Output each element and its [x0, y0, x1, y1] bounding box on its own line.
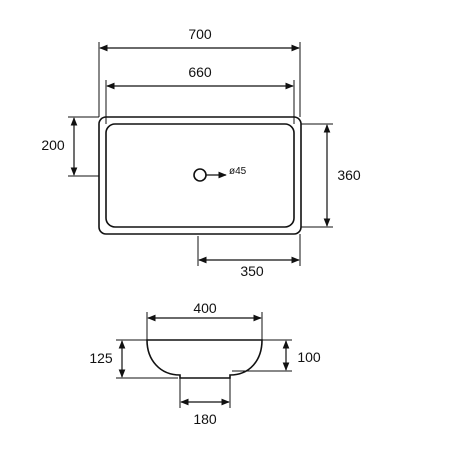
side-view: 400 125 100 180	[89, 300, 321, 427]
dim-label-overall-height: 125	[89, 350, 113, 366]
dim-label-bowl-height: 100	[297, 349, 321, 365]
dim-label-depth-offset: 200	[41, 137, 65, 153]
dim-label-top-width: 400	[193, 300, 217, 316]
drain-hole	[193, 168, 207, 182]
dim-label-overall-width: 700	[188, 26, 212, 42]
basin-inner-outline	[105, 123, 295, 228]
dim-label-overall-depth: 360	[337, 167, 361, 183]
dim-label-drain-offset: 350	[240, 263, 264, 279]
drain-diameter-label: ø45	[229, 166, 247, 177]
dim-label-inner-width: 660	[188, 64, 212, 80]
dim-label-base-width: 180	[193, 411, 217, 427]
bowl-profile	[146, 339, 263, 379]
basin-outer-outline	[98, 116, 302, 235]
top-view: ø45 700 660 200 360 350	[41, 26, 361, 279]
